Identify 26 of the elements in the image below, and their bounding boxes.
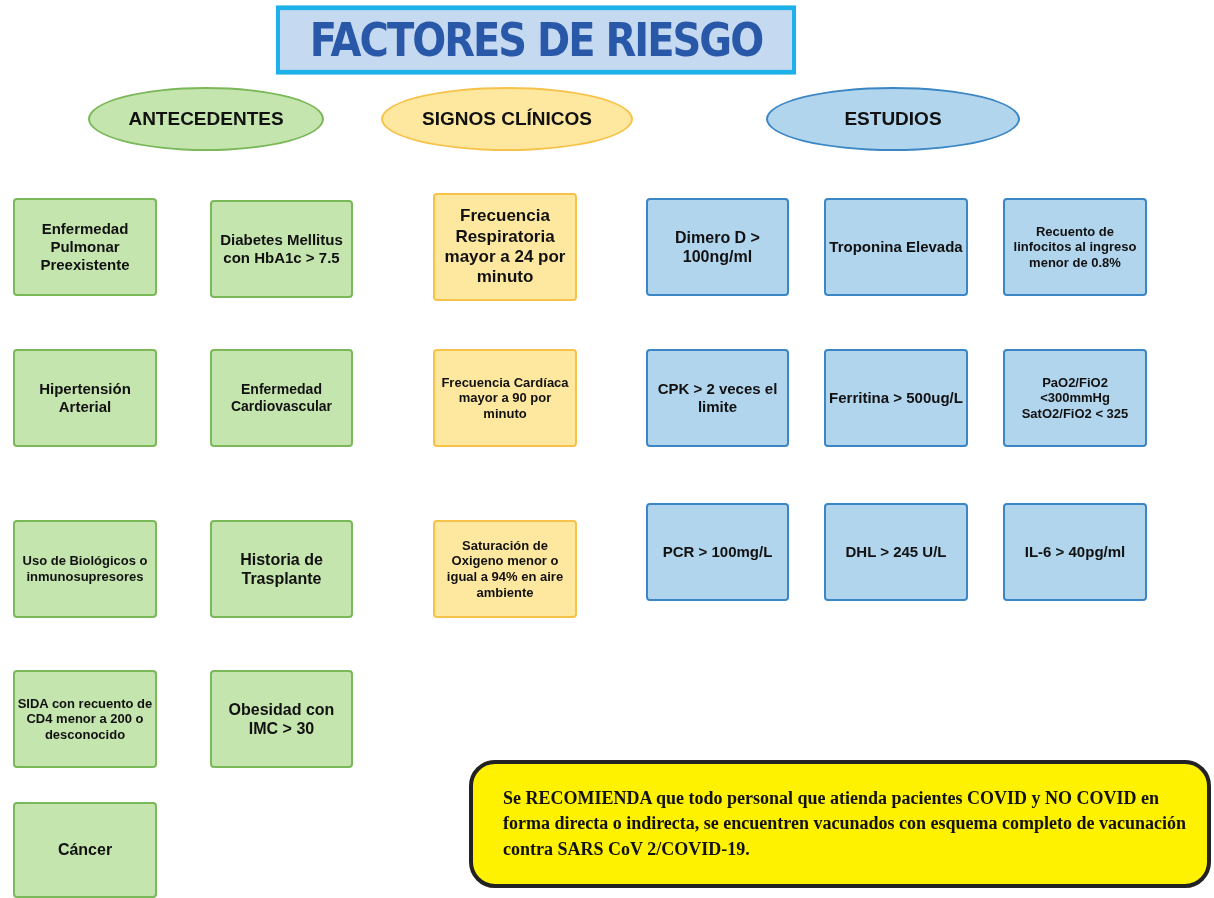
factor-box: PCR > 100mg/L	[646, 503, 789, 601]
factor-box: Cáncer	[13, 802, 157, 898]
factor-box: Recuento de linfocitos al ingreso menor de 0.8%	[1003, 198, 1147, 296]
note-box: Se RECOMIENDA que todo personal que atienda pacientes COVID y NO COVID en forma directa o indirecta, se encuentren vacunados con esquema completo de vacunación contra SARS CoV 2/COVID-19.	[469, 760, 1211, 888]
factor-box: IL-6 > 40pg/ml	[1003, 503, 1147, 601]
factor-box: CPK > 2 veces el limite	[646, 349, 789, 447]
category-pill: ESTUDIOS	[766, 87, 1020, 151]
factor-box: DHL > 245 U/L	[824, 503, 968, 601]
category-pill: SIGNOS CLÍNICOS	[381, 87, 633, 151]
factor-box: Enfermedad Cardiovascular	[210, 349, 353, 447]
factor-box: Troponina Elevada	[824, 198, 968, 296]
factor-box: Diabetes Mellitus con HbA1c > 7.5	[210, 200, 353, 298]
factor-box: Frecuencia Respiratoria mayor a 24 por minuto	[433, 193, 577, 301]
factor-box: Ferritina > 500ug/L	[824, 349, 968, 447]
factor-box: Dimero D > 100ng/ml	[646, 198, 789, 296]
category-pill: ANTECEDENTES	[88, 87, 324, 151]
title-banner: FACTORES DE RIESGO	[276, 5, 796, 75]
factor-box: PaO2/FiO2 <300mmHg SatO2/FiO2 < 325	[1003, 349, 1147, 447]
factor-box: Obesidad con IMC > 30	[210, 670, 353, 768]
factor-box: SIDA con recuento de CD4 menor a 200 o desconocido	[13, 670, 157, 768]
factor-box: Hipertensión Arterial	[13, 349, 157, 447]
factor-box: Saturación de Oxigeno menor o igual a 94% en aire ambiente	[433, 520, 577, 618]
factor-box: Historia de Trasplante	[210, 520, 353, 618]
factor-box: Enfermedad Pulmonar Preexistente	[13, 198, 157, 296]
factor-box: Frecuencia Cardíaca mayor a 90 por minuto	[433, 349, 577, 447]
factor-box: Uso de Biológicos o inmunosupresores	[13, 520, 157, 618]
